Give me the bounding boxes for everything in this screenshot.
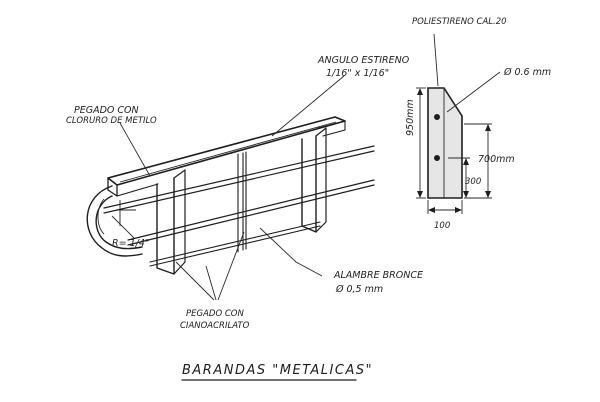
label-angulo-line1: ANGULO ESTIRENO bbox=[317, 55, 410, 66]
dim-total-height: 950mm bbox=[405, 99, 416, 136]
label-material: POLIESTIRENO CAL.20 bbox=[412, 17, 507, 27]
label-hole-diameter: Ø 0.6 mm bbox=[503, 67, 551, 78]
dim-top-height: 700mm bbox=[478, 154, 515, 165]
post-detail bbox=[416, 33, 501, 214]
posts bbox=[156, 127, 327, 275]
top-angle-rail bbox=[107, 116, 346, 197]
label-pegado-cloruro-line2: CLORURO DE METILO bbox=[66, 116, 157, 126]
label-alambre-line1: ALAMBRE BRONCE bbox=[333, 270, 423, 281]
leader-lines bbox=[111, 75, 345, 301]
label-pegado-ciano-line2: CIANOACRILATO bbox=[180, 321, 250, 331]
label-alambre-line2: Ø 0,5 mm bbox=[335, 284, 383, 295]
bronze-wires bbox=[103, 145, 375, 267]
label-pegado-ciano-line1: PEGADO CON bbox=[186, 309, 244, 319]
hole-lower bbox=[434, 155, 440, 161]
label-pegado-cloruro-line1: PEGADO CON bbox=[74, 105, 139, 116]
dim-width: 100 bbox=[434, 221, 450, 231]
drawing-title: BARANDAS "METALICAS" bbox=[182, 363, 373, 378]
label-angulo-line2: 1/16" x 1/16" bbox=[326, 68, 389, 79]
curved-end-rail bbox=[86, 185, 143, 257]
dim-low-height: 300 bbox=[465, 177, 481, 187]
railing-perspective bbox=[86, 75, 375, 301]
label-radius: R= 1/4" bbox=[112, 238, 149, 249]
hole-upper bbox=[434, 114, 440, 120]
